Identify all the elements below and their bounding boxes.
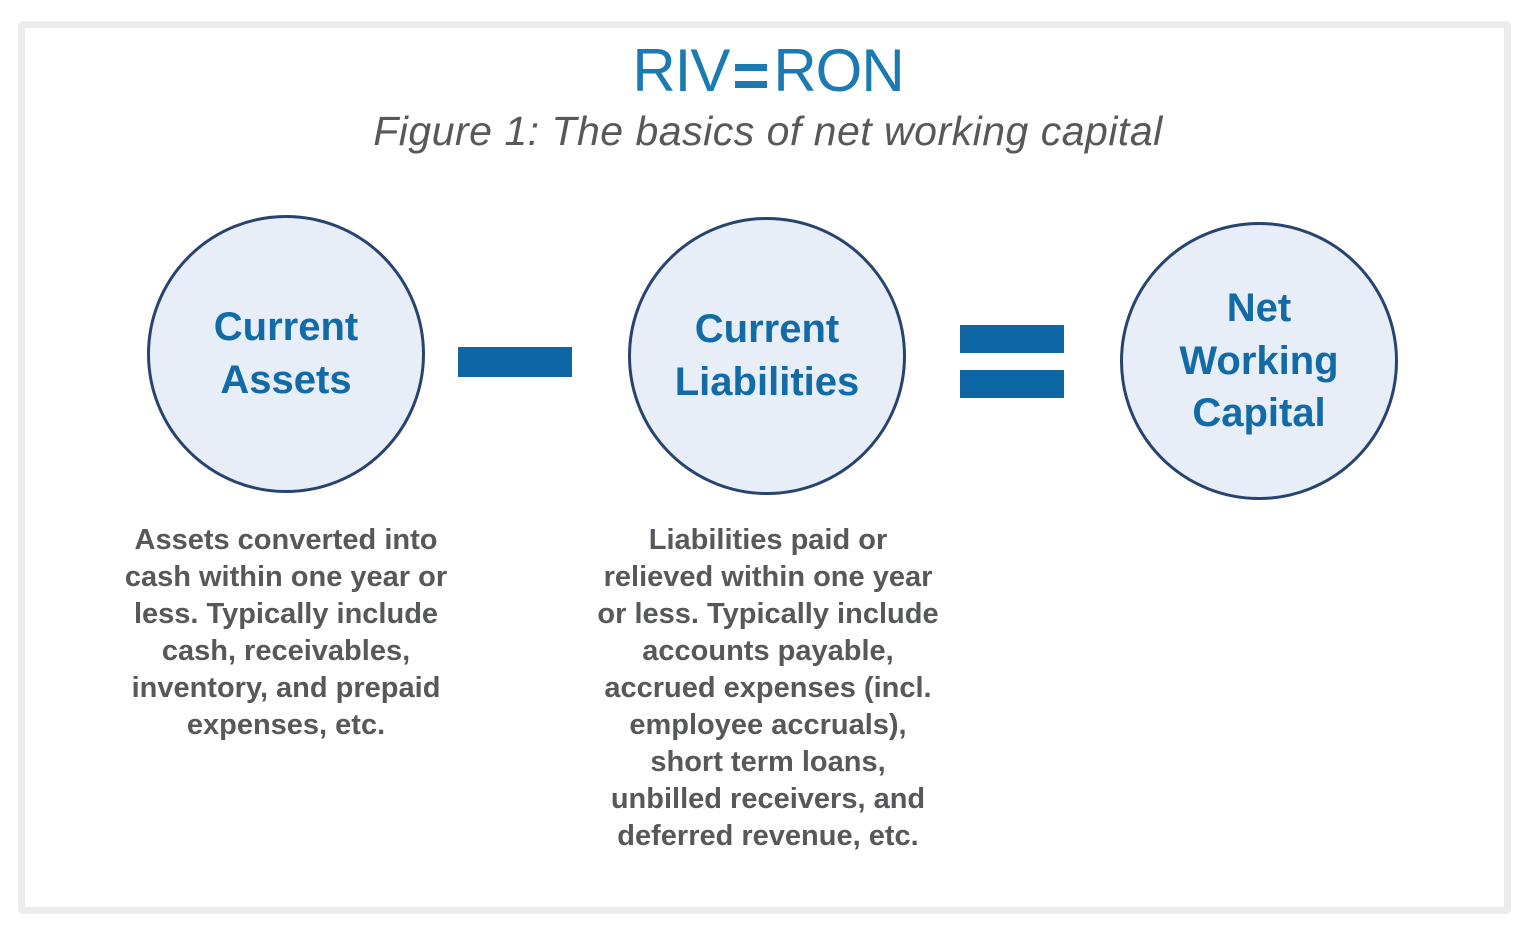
logo-e-bottom-bar — [735, 81, 768, 88]
minus-operator-icon — [458, 347, 572, 377]
equals-bottom-bar — [960, 370, 1064, 398]
logo-stylized-e-icon — [735, 26, 768, 102]
logo-text-left: RIV — [632, 37, 730, 104]
equals-operator-icon — [960, 325, 1064, 398]
logo-text-right: RON — [773, 37, 904, 104]
figure-border-frame — [18, 21, 1511, 914]
figure-title: Figure 1: The basics of net working capi… — [373, 108, 1163, 154]
logo-e-top-bar — [735, 64, 768, 71]
equals-top-bar — [960, 325, 1064, 353]
riveron-logo: RIV RON — [0, 40, 1536, 102]
